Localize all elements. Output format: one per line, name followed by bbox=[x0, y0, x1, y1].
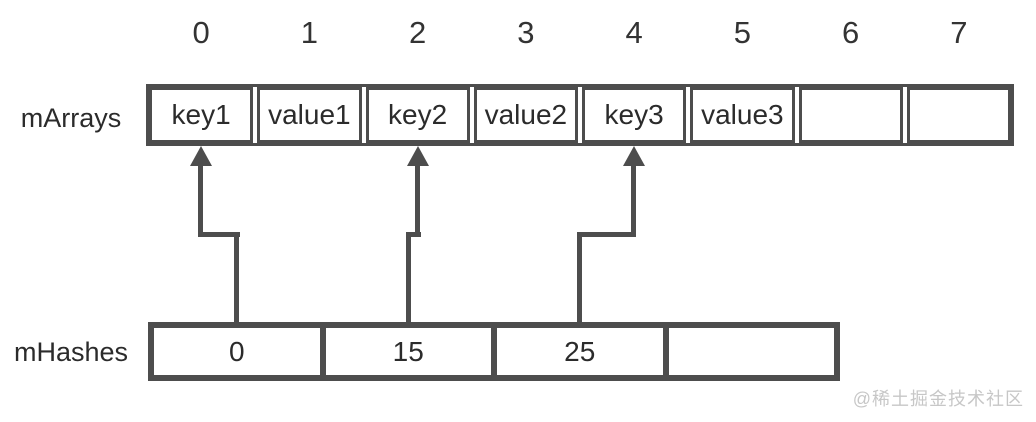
array-cell-7 bbox=[906, 87, 1011, 143]
index-label-7: 7 bbox=[950, 15, 968, 50]
arrow-segment bbox=[234, 232, 239, 324]
arrow-up-icon bbox=[407, 146, 429, 166]
index-label-4: 4 bbox=[625, 15, 643, 50]
marrays-label: mArrays bbox=[20, 103, 122, 133]
marrays-row: key1 value1 key2 value2 key3 value3 bbox=[146, 84, 1014, 146]
index-label-6: 6 bbox=[842, 15, 860, 50]
index-label-3: 3 bbox=[517, 15, 535, 50]
index-label-0: 0 bbox=[192, 15, 210, 50]
mhashes-label: mHashes bbox=[13, 337, 129, 367]
mhashes-row: 0 15 25 bbox=[148, 322, 840, 381]
hash-cell-3 bbox=[665, 325, 837, 378]
hash-cell-1: 15 bbox=[322, 325, 494, 378]
arrow-segment bbox=[198, 166, 203, 237]
arrow-segment bbox=[577, 232, 582, 324]
index-label-1: 1 bbox=[300, 15, 318, 50]
index-labels-row: 0 1 2 3 4 5 6 7 bbox=[146, 13, 1014, 53]
index-label-2: 2 bbox=[409, 15, 427, 50]
arrow-segment bbox=[198, 232, 240, 237]
arrow-segment bbox=[577, 232, 636, 237]
arrow-segment bbox=[631, 166, 636, 237]
arrow-up-icon bbox=[623, 146, 645, 166]
array-cell-1: value1 bbox=[257, 87, 362, 143]
hash-cell-0: 0 bbox=[151, 325, 323, 378]
array-cell-6 bbox=[798, 87, 903, 143]
array-cell-0: key1 bbox=[149, 87, 254, 143]
arrow-segment bbox=[406, 232, 421, 237]
hash-cell-2: 25 bbox=[494, 325, 666, 378]
arrow-segment bbox=[415, 166, 420, 237]
array-cell-4: key3 bbox=[582, 87, 687, 143]
arrow-segment bbox=[406, 232, 411, 324]
arrow-up-icon bbox=[190, 146, 212, 166]
array-cell-2: key2 bbox=[365, 87, 470, 143]
index-label-5: 5 bbox=[733, 15, 751, 50]
array-cell-3: value2 bbox=[473, 87, 578, 143]
watermark: @稀土掘金技术社区 bbox=[852, 389, 1024, 409]
array-cell-5: value3 bbox=[690, 87, 795, 143]
